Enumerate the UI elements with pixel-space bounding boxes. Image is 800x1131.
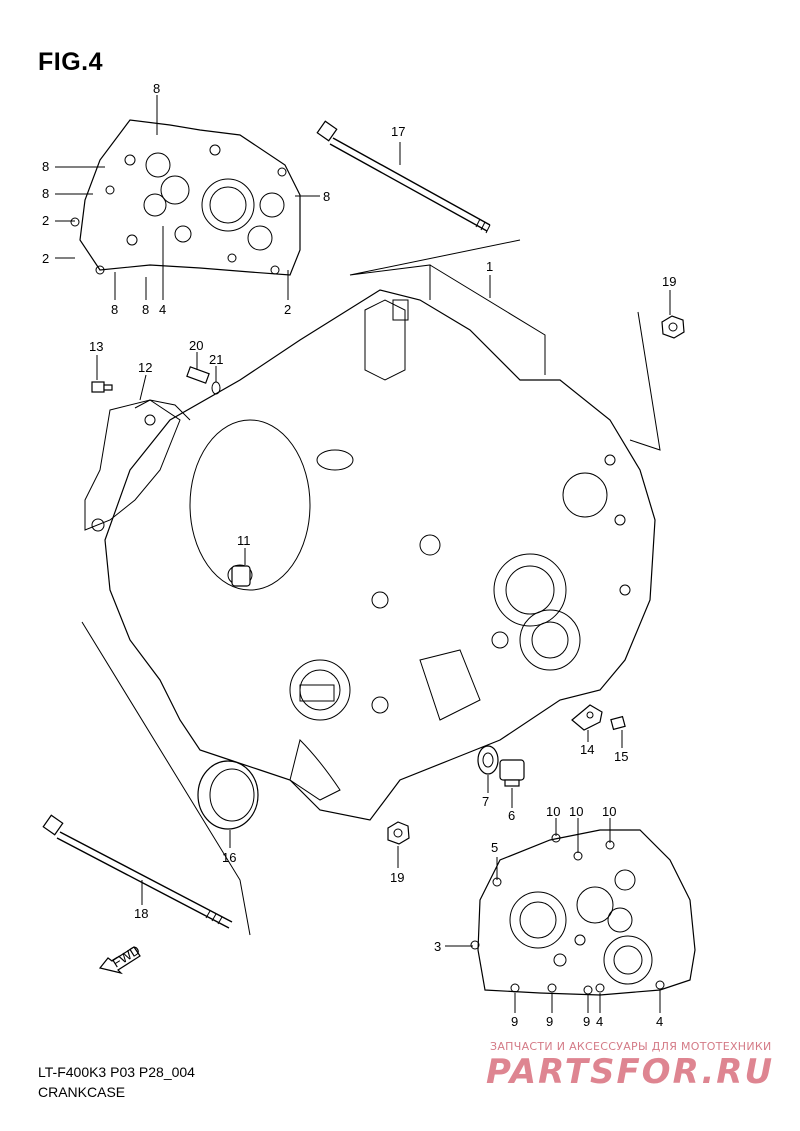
callout-label: 8: [42, 159, 49, 174]
callout-label: 9: [546, 1014, 553, 1029]
part-fitting-20: [186, 366, 210, 384]
callout-label: 4: [159, 302, 166, 317]
part-gasket-12: [134, 399, 191, 421]
part-bolt-17: [316, 120, 491, 234]
callout-label: 4: [656, 1014, 663, 1029]
part-cap-16: [197, 760, 259, 830]
callout-label: 8: [111, 302, 118, 317]
callout-label: 2: [284, 302, 291, 317]
callout-label: 19: [662, 274, 676, 289]
fwd-label: FWD: [110, 942, 143, 970]
left-crankcase-half: [70, 119, 301, 276]
callout-label: 11: [237, 533, 251, 548]
leader-lines: [55, 95, 671, 1013]
part-washer-7: [477, 745, 499, 775]
callout-label: 21: [209, 352, 223, 367]
figure-title: FIG.4: [38, 48, 104, 76]
callout-label: 6: [508, 808, 515, 823]
part-plate-14: [571, 704, 603, 731]
watermark-logo: PARTSFOR.RU: [486, 1052, 775, 1092]
main-crankcase-assembly: [84, 289, 656, 821]
callout-label: 3: [434, 939, 441, 954]
model-code: LT-F400K3 P03 P28_004: [38, 1064, 195, 1080]
watermark-tagline: ЗАПЧАСТИ И АКСЕССУАРЫ ДЛЯ МОТОТЕХНИКИ: [490, 1040, 772, 1053]
callout-label: 18: [134, 906, 148, 921]
callout-label: 19: [390, 870, 404, 885]
callout-label: 1: [486, 259, 493, 274]
callout-label: 4: [596, 1014, 603, 1029]
right-crankcase-half: [470, 829, 696, 996]
callout-label: 9: [511, 1014, 518, 1029]
callout-label: 20: [189, 338, 203, 353]
part-dowel-11: [231, 565, 251, 587]
callout-label: 10: [569, 804, 583, 819]
callout-label: 10: [602, 804, 616, 819]
callout-label: 8: [142, 302, 149, 317]
callout-label: 17: [391, 124, 405, 139]
callout-label: 8: [153, 81, 160, 96]
fwd-arrow: FWD: [98, 942, 143, 975]
callout-label: 15: [614, 749, 628, 764]
callout-label: 13: [89, 339, 103, 354]
part-oring-21: [211, 381, 221, 395]
part-nut-19-top: [661, 315, 685, 339]
callout-label: 2: [42, 213, 49, 228]
part-plug-6: [499, 759, 525, 787]
part-bolt-15: [610, 715, 626, 731]
section-name: CRANKCASE: [38, 1084, 126, 1100]
callout-label: 8: [323, 189, 330, 204]
callout-label: 16: [222, 850, 236, 865]
callout-label: 7: [482, 794, 489, 809]
callout-label: 10: [546, 804, 560, 819]
part-bolt-13: [91, 381, 113, 393]
callout-numbers: 8 8 8 8 2 2 8 8 4 2 17 1 19 13 20 21 12 …: [42, 81, 676, 1029]
part-nut-19-bottom: [387, 821, 410, 845]
callout-label: 14: [580, 742, 594, 757]
callout-label: 5: [491, 840, 498, 855]
callout-label: 12: [138, 360, 152, 375]
part-bolt-18: [42, 814, 233, 929]
callout-label: 2: [42, 251, 49, 266]
callout-label: 8: [42, 186, 49, 201]
callout-label: 9: [583, 1014, 590, 1029]
